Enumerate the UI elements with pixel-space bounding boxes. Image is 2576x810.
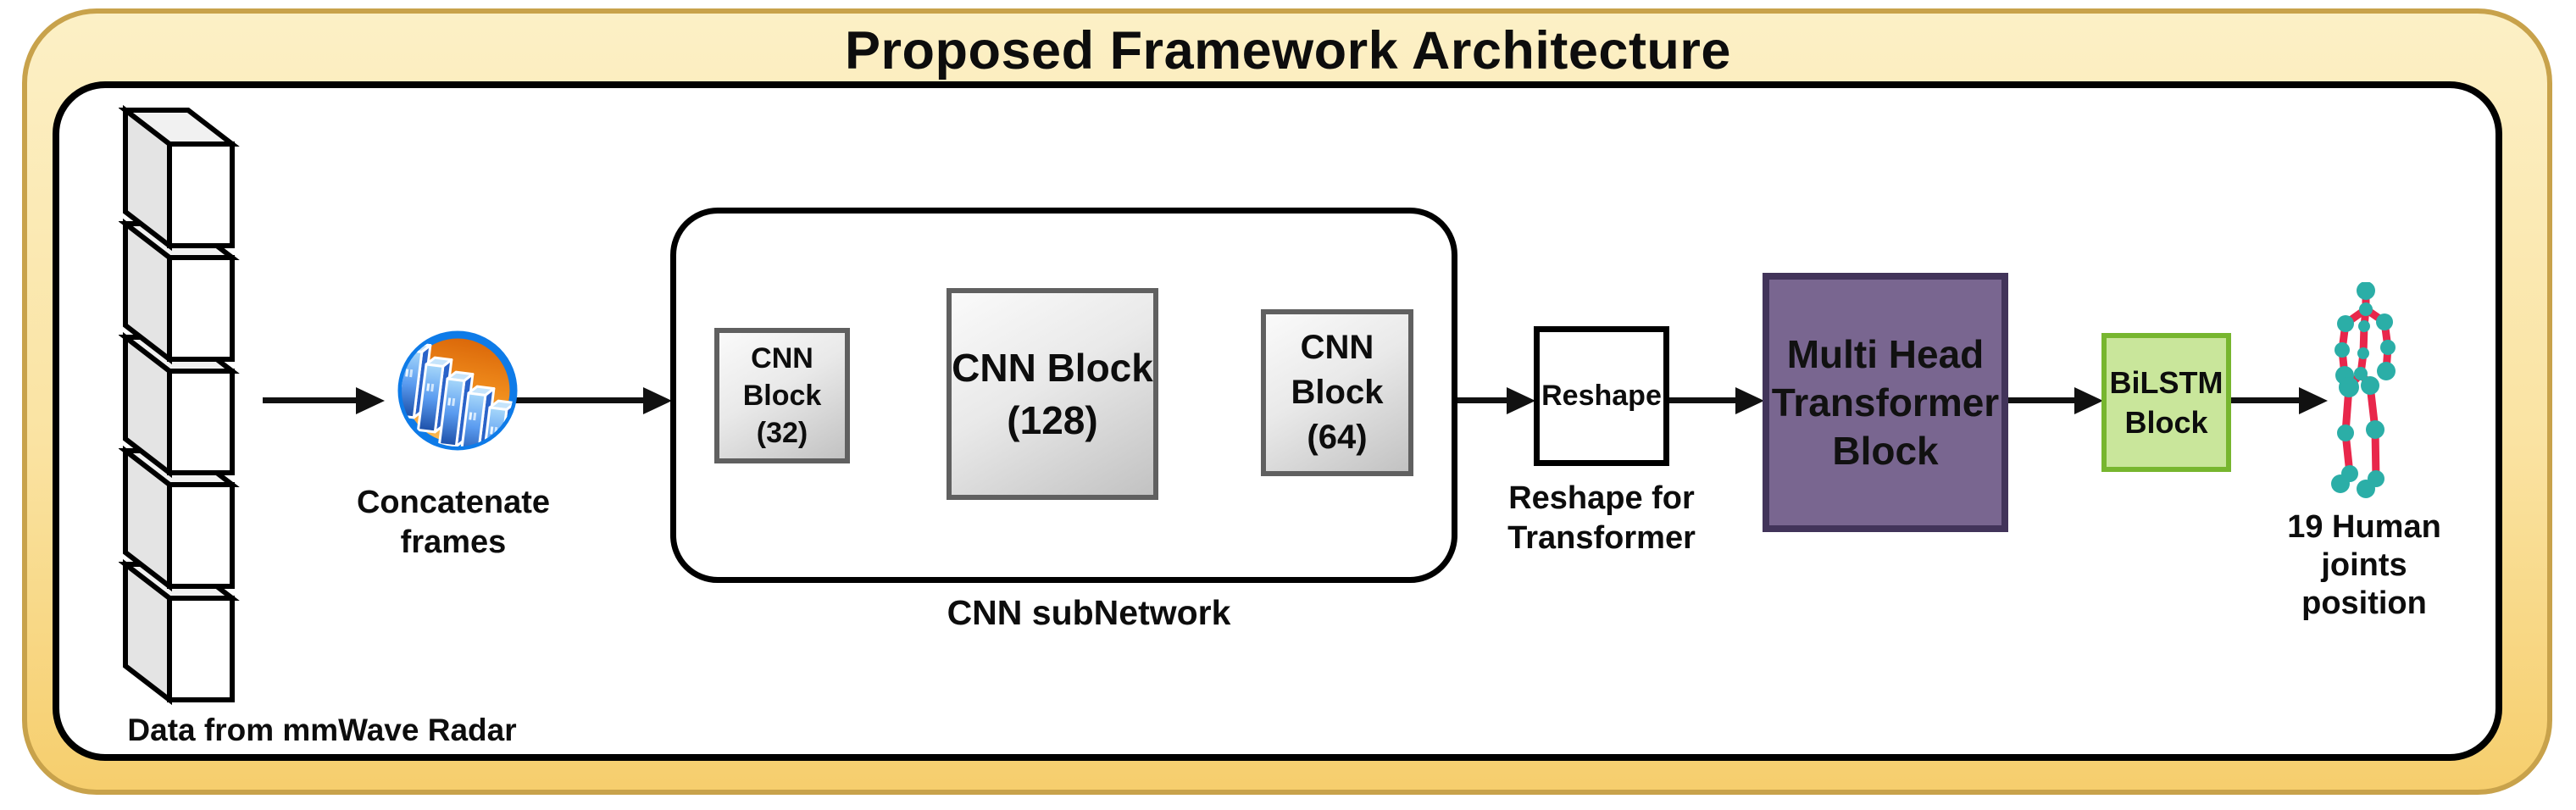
cnn-block-64-line2: Block <box>1291 374 1384 411</box>
cnn-block-64: CNN Block (64) <box>1261 309 1413 476</box>
concat-caption-line1: Concatenate <box>356 485 551 520</box>
radar-data-caption: Data from mmWave Radar <box>127 713 517 747</box>
reshape-box-label: Reshape <box>1541 380 1662 412</box>
cnn-block-32-line3: (32) <box>756 417 808 449</box>
cnn-block-64-line3: (64) <box>1307 419 1368 456</box>
cnn-block-32-line2: Block <box>742 380 822 412</box>
output-caption: 19 Human joints position <box>2258 508 2470 623</box>
reshape-caption-line2: Transformer <box>1507 520 1696 556</box>
cnn-block-32: CNN Block (32) <box>714 328 850 463</box>
cnn-block-32-line1: CNN <box>751 342 813 374</box>
reshape-caption: Reshape for Transformer <box>1474 479 1729 558</box>
cnn-block-128-line1: CNN Block <box>952 346 1153 390</box>
bilstm-block: BiLSTM Block <box>2101 333 2231 472</box>
human-skeleton-icon <box>2331 282 2396 498</box>
cnn-block-64-line1: CNN <box>1300 329 1374 366</box>
page-title: Proposed Framework Architecture <box>845 21 1731 80</box>
output-caption-line2: joints <box>2321 547 2407 583</box>
arrow-bilstm-to-output <box>2231 397 2299 403</box>
arrow-concat-to-cnn <box>514 397 643 403</box>
arrow-reshape-to-transformer <box>1669 397 1735 403</box>
transformer-line3: Block <box>1832 428 1939 473</box>
bilstm-line1: BiLSTM <box>2109 365 2223 400</box>
cnn-block-128: CNN Block (128) <box>947 288 1158 500</box>
multi-head-transformer-block: Multi Head Transformer Block <box>1763 273 2008 532</box>
reshape-box: Reshape <box>1534 326 1669 466</box>
bilstm-line2: Block <box>2124 405 2208 440</box>
concat-caption-line2: frames <box>400 524 507 560</box>
arrow-cnn-to-reshape <box>1457 397 1507 403</box>
radar-frames-stack-icon <box>119 104 240 706</box>
concat-caption: Concatenate frames <box>326 483 580 563</box>
concatenate-frames-icon <box>397 330 518 451</box>
arrow-radar-to-concat <box>263 397 356 403</box>
cnn-subnetwork-caption: CNN subNetwork <box>947 593 1231 632</box>
cnn-block-128-line2: (128) <box>1007 398 1098 442</box>
output-caption-line1: 19 Human <box>2287 509 2441 545</box>
output-caption-line3: position <box>2301 585 2427 621</box>
transformer-line2: Transformer <box>1771 380 2000 424</box>
reshape-caption-line1: Reshape for <box>1508 480 1695 516</box>
transformer-line1: Multi Head <box>1786 331 1985 376</box>
arrow-transformer-to-bilstm <box>2008 397 2074 403</box>
